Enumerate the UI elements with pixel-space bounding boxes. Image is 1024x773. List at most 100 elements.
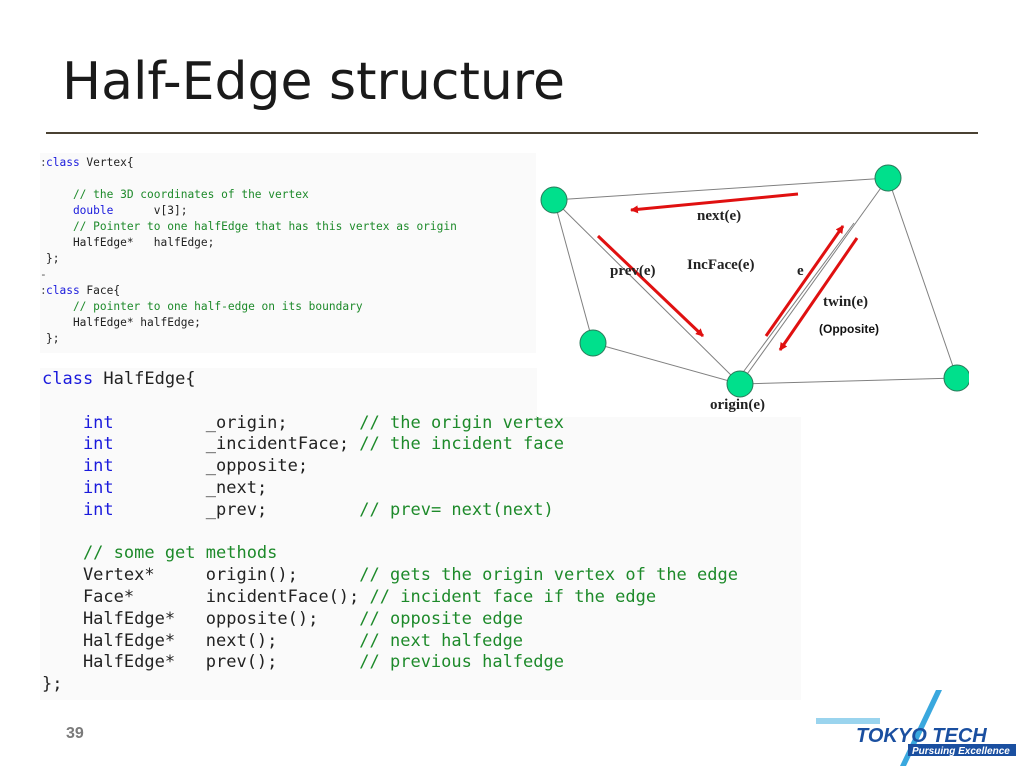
logo-text: TOKYO TECH: [856, 725, 987, 747]
code-token: // previous halfedge: [359, 652, 564, 673]
code-token: // incident face if the edge: [369, 586, 657, 607]
mesh-edge: [739, 377, 958, 385]
e-arrow: [764, 225, 845, 337]
code-token: int: [42, 456, 114, 477]
code-token: int: [42, 477, 114, 498]
code-bottom-line: int _incidentFace; // the incident face: [42, 434, 738, 456]
slide-number: 39: [66, 725, 84, 742]
vertex-node: [874, 164, 902, 192]
code-top-line: class Vertex{: [46, 155, 457, 171]
code-token: };: [42, 674, 63, 695]
code-token: int: [42, 434, 114, 455]
mesh-edge: [887, 177, 958, 379]
code-bottom-line: Face* incidentFace(); // incident face i…: [42, 587, 738, 609]
code-token: int: [42, 499, 114, 520]
logo-tagline-band: [908, 744, 1016, 756]
code-bottom-line: class HalfEdge{: [42, 369, 738, 391]
title-divider: [46, 132, 978, 134]
prev-arrow: [596, 234, 705, 338]
vertex-node: [726, 370, 754, 398]
mesh-edges: [553, 177, 958, 385]
code-bottom-line: };: [42, 674, 738, 696]
code-top-body: class Vertex{ // the 3D coordinates of t…: [46, 155, 457, 347]
code-token: Vertex{: [79, 156, 134, 169]
logo-tagline: Pursuing Excellence: [912, 746, 1010, 757]
label-e: e: [797, 263, 804, 279]
mesh-vertices: [540, 164, 971, 398]
half-edge-diagram-svg: next(e) prev(e) IncFace(e) e twin(e) ori…: [540, 164, 971, 413]
code-token: class: [46, 284, 80, 297]
code-token: HalfEdge* prev();: [42, 652, 360, 673]
label-origin: origin(e): [710, 397, 765, 413]
mesh-edge: [739, 177, 889, 385]
code-bottom-line: int _opposite;: [42, 456, 738, 478]
code-token: // next halfedge: [359, 630, 524, 651]
code-token: _incidentFace;: [113, 434, 360, 455]
mesh-edge: [740, 222, 855, 376]
code-top-line: };: [46, 251, 457, 267]
code-top-line: double v[3];: [46, 203, 457, 219]
code-token: HalfEdge* halfEdge;: [46, 236, 215, 249]
code-token: _next;: [113, 477, 268, 498]
vertex-node: [540, 186, 568, 214]
vertex-node: [579, 329, 607, 357]
code-token: // pointer to one half-edge on its bound…: [46, 300, 363, 313]
code-token: // the origin vertex: [359, 412, 564, 433]
code-token: // opposite edge: [359, 608, 524, 629]
code-top-line: // Pointer to one halfEdge that has this…: [46, 219, 457, 235]
code-gutter-marks: : - :: [40, 156, 47, 297]
code-top-line: class Face{: [46, 283, 457, 299]
half-edge-diagram: next(e) prev(e) IncFace(e) e twin(e) ori…: [537, 153, 971, 417]
code-token: int: [42, 412, 114, 433]
code-token: double: [46, 204, 114, 217]
code-top-line: [46, 267, 457, 283]
code-token: HalfEdge* opposite();: [42, 608, 360, 629]
mesh-edge: [553, 177, 889, 201]
code-bottom-line: HalfEdge* prev(); // previous halfedge: [42, 652, 738, 674]
code-token: _prev;: [113, 499, 360, 520]
code-block-halfedge: class HalfEdge{ int _origin; // the orig…: [40, 368, 801, 700]
code-token: // the incident face: [359, 434, 564, 455]
code-token: HalfEdge{: [93, 369, 196, 389]
slide-title: Half-Edge structure: [62, 52, 566, 112]
label-twin: twin(e): [823, 294, 868, 310]
code-bottom-line: // some get methods: [42, 543, 738, 565]
code-bottom-line: Vertex* origin(); // gets the origin ver…: [42, 565, 738, 587]
vertex-node: [943, 364, 971, 392]
code-token: class: [46, 156, 80, 169]
label-incface: IncFace(e): [687, 257, 754, 273]
code-token: // some get methods: [42, 543, 278, 564]
code-token: Face* incidentFace();: [42, 586, 370, 607]
mesh-edge: [553, 199, 741, 385]
code-bottom-line: HalfEdge* next(); // next halfedge: [42, 631, 738, 653]
code-token: HalfEdge* halfEdge;: [46, 316, 201, 329]
next-arrow: [630, 192, 799, 214]
half-edge-arrows: [596, 192, 859, 351]
label-opposite: (Opposite): [819, 322, 879, 336]
code-token: class: [42, 369, 94, 389]
code-top-line: HalfEdge* halfEdge;: [46, 315, 457, 331]
code-token: Vertex* origin();: [42, 565, 360, 586]
twin-arrow: [778, 237, 859, 351]
code-bottom-line: [42, 522, 738, 544]
code-token: };: [46, 332, 60, 345]
mesh-edge: [553, 199, 594, 344]
code-top-line: // the 3D coordinates of the vertex: [46, 187, 457, 203]
code-top-line: // pointer to one half-edge on its bound…: [46, 299, 457, 315]
code-bottom-line: int _prev; // prev= next(next): [42, 500, 738, 522]
code-token: // prev= next(next): [359, 499, 554, 520]
code-bottom-line: int _origin; // the origin vertex: [42, 413, 738, 435]
code-token: // Pointer to one halfEdge that has this…: [46, 220, 457, 233]
code-bottom-line: int _next;: [42, 478, 738, 500]
code-token: };: [46, 252, 60, 265]
code-bottom-body: class HalfEdge{ int _origin; // the orig…: [42, 369, 738, 696]
code-token: _opposite;: [113, 456, 309, 477]
code-bottom-line: HalfEdge* opposite(); // opposite edge: [42, 609, 738, 631]
code-block-vertex-face: : - : class Vertex{ // the 3D coordinate…: [40, 153, 536, 353]
label-next: next(e): [697, 208, 741, 224]
tokyo-tech-logo: TOKYO TECH Pursuing Excellence: [816, 688, 1024, 768]
code-top-line: };: [46, 331, 457, 347]
tokyo-tech-logo-mark: TOKYO TECH Pursuing Excellence: [816, 690, 1016, 766]
code-token: // the 3D coordinates of the vertex: [46, 188, 309, 201]
code-token: HalfEdge* next();: [42, 630, 360, 651]
